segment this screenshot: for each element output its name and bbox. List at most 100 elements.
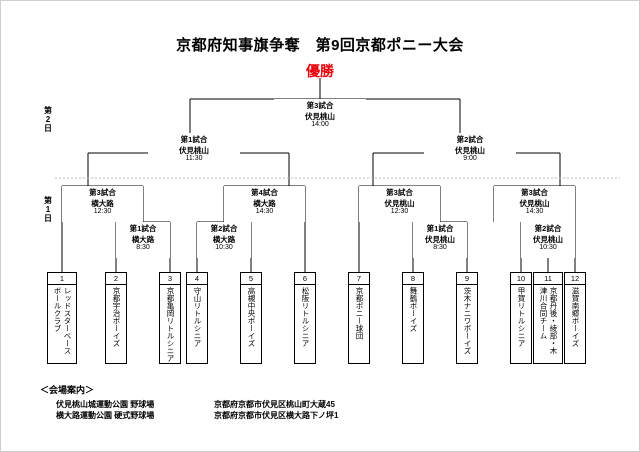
match-number: 第1試合 bbox=[426, 224, 454, 233]
team-name-column: 滋賀南郷ボーイズ bbox=[571, 287, 580, 347]
team-seed-number: 6 bbox=[295, 273, 315, 285]
match-time: 14:30 bbox=[255, 208, 274, 215]
team-name: レッドスターベースボールクラブ bbox=[48, 285, 76, 363]
team-name-column: 茨木ナニワボーイズ bbox=[463, 287, 472, 355]
match-round1-3[interactable]: 第1試合 伏見桃山 8:30 bbox=[413, 222, 467, 258]
match-quarterfinal-3[interactable]: 第3試合 伏見桃山 12:30 bbox=[359, 186, 440, 222]
team-name-column: 舞鶴ボーイズ bbox=[409, 287, 418, 332]
match-number: 第2試合 bbox=[210, 224, 238, 233]
team-name: 京都丹後・綾部・木津川合同チーム bbox=[534, 285, 562, 363]
team-name-column: レッドスターベース bbox=[63, 287, 72, 355]
team-seed-number: 4 bbox=[187, 273, 207, 285]
match-quarterfinal-4[interactable]: 第3試合 伏見桃山 14:30 bbox=[494, 186, 575, 222]
team-seed-number: 3 bbox=[160, 273, 180, 285]
team-seed-number: 7 bbox=[349, 273, 369, 285]
match-number: 第1試合 bbox=[129, 224, 157, 233]
match-quarterfinal-2[interactable]: 第4試合 横大路 14:30 bbox=[224, 186, 305, 222]
venue-address: 京都府京都市伏見区横大路下ノ坪1 bbox=[214, 411, 339, 420]
team-name: 守山リトルシニア bbox=[187, 285, 207, 363]
match-venue: 横大路 bbox=[91, 199, 114, 208]
match-number: 第3試合 bbox=[386, 188, 413, 197]
team-name: 茨木ナニワボーイズ bbox=[457, 285, 477, 363]
match-venue: 横大路 bbox=[253, 199, 276, 208]
team-name: 高槻中央ボーイズ bbox=[241, 285, 261, 363]
match-time: 9:00 bbox=[463, 155, 477, 162]
team-name-column: 高槻中央ボーイズ bbox=[247, 287, 256, 347]
team-name-column: 守山リトルシニア bbox=[193, 287, 202, 347]
match-number: 第3試合 bbox=[89, 188, 116, 197]
team-name-column: 京都亀岡リトルシニア bbox=[166, 287, 175, 362]
team-seed-number: 1 bbox=[48, 273, 76, 285]
team-name-column: ボールクラブ bbox=[53, 287, 62, 332]
match-number: 第3試合 bbox=[521, 188, 548, 197]
team-name-column: 京都ポニー球団 bbox=[355, 287, 364, 340]
team-name: 滋賀南郷ボーイズ bbox=[565, 285, 585, 363]
match-venue: 伏見桃山 bbox=[179, 146, 209, 155]
match-round1-1[interactable]: 第1試合 横大路 8:30 bbox=[116, 222, 170, 258]
venue-row: 横大路運動公園 硬式野球場 京都府京都市伏見区横大路下ノ坪1 bbox=[56, 410, 338, 421]
match-semifinal-left[interactable]: 第1試合 伏見桃山 11:30 bbox=[148, 133, 240, 167]
match-number: 第3試合 bbox=[306, 101, 334, 110]
match-venue: 伏見桃山 bbox=[305, 112, 335, 121]
venue-name: 横大路運動公園 硬式野球場 bbox=[56, 411, 155, 420]
match-time: 14:30 bbox=[525, 208, 544, 215]
team-box[interactable]: 7 京都ポニー球団 bbox=[348, 272, 370, 364]
venue-row: 伏見桃山城運動公園 野球場京都府京都市伏見区桃山町大蔵45 bbox=[56, 399, 338, 410]
team-name: 甲賀リトルシニア bbox=[511, 285, 531, 363]
match-quarterfinal-1[interactable]: 第3試合 横大路 12:30 bbox=[62, 186, 143, 222]
team-name: 京都宇治ボーイズ bbox=[106, 285, 126, 363]
team-box[interactable]: 9 茨木ナニワボーイズ bbox=[456, 272, 478, 364]
match-time: 12:30 bbox=[390, 208, 409, 215]
team-box[interactable]: 4 守山リトルシニア bbox=[186, 272, 208, 364]
team-seed-number: 12 bbox=[565, 273, 585, 285]
match-time: 8:30 bbox=[433, 244, 447, 251]
match-final[interactable]: 第3試合 伏見桃山 14:00 bbox=[274, 99, 366, 133]
match-venue: 伏見桃山 bbox=[519, 199, 550, 208]
match-venue: 伏見桃山 bbox=[384, 199, 415, 208]
team-seed-number: 5 bbox=[241, 273, 261, 285]
page-title: 京都府知事旗争奪 第9回京都ポニー大会 bbox=[176, 37, 464, 54]
team-box[interactable]: 12 滋賀南郷ボーイズ bbox=[564, 272, 586, 364]
match-venue: 伏見桃山 bbox=[533, 235, 563, 244]
team-box[interactable]: 5 高槻中央ボーイズ bbox=[240, 272, 262, 364]
match-time: 11:30 bbox=[185, 155, 203, 162]
team-name: 京都亀岡リトルシニア bbox=[160, 285, 180, 363]
match-venue: 伏見桃山 bbox=[455, 146, 485, 155]
team-box[interactable]: 3 京都亀岡リトルシニア bbox=[159, 272, 181, 364]
match-semifinal-right[interactable]: 第2試合 伏見桃山 9:00 bbox=[424, 133, 516, 167]
match-round1-4[interactable]: 第2試合 伏見桃山 10:30 bbox=[521, 222, 575, 258]
champion-label: 優勝 bbox=[306, 63, 334, 79]
team-name: 京都ポニー球団 bbox=[349, 285, 369, 363]
match-time: 12:30 bbox=[93, 208, 112, 215]
team-seed-number: 9 bbox=[457, 273, 477, 285]
match-time: 8:30 bbox=[136, 244, 150, 251]
match-number: 第2試合 bbox=[534, 224, 562, 233]
team-name: 松阪リトルシニア bbox=[295, 285, 315, 363]
match-time: 10:30 bbox=[539, 244, 557, 251]
team-name-column: 京都宇治ボーイズ bbox=[112, 287, 121, 347]
venue-name: 伏見桃山城運動公園 野球場 bbox=[56, 400, 155, 409]
team-seed-number: 10 bbox=[511, 273, 531, 285]
match-venue: 横大路 bbox=[212, 235, 236, 244]
team-box[interactable]: 2 京都宇治ボーイズ bbox=[105, 272, 127, 364]
venue-guide-heading: ＜会場案内＞ bbox=[40, 385, 95, 395]
team-name-column: 松阪リトルシニア bbox=[301, 287, 310, 347]
team-seed-number: 2 bbox=[106, 273, 126, 285]
match-round1-2[interactable]: 第2試合 横大路 10:30 bbox=[197, 222, 251, 258]
team-name-column: 津川合同チーム bbox=[539, 287, 548, 340]
match-number: 第2試合 bbox=[456, 135, 484, 144]
match-venue: 伏見桃山 bbox=[425, 235, 455, 244]
team-name-column: 京都丹後・綾部・木 bbox=[549, 287, 558, 355]
team-name: 舞鶴ボーイズ bbox=[403, 285, 423, 363]
match-number: 第1試合 bbox=[180, 135, 208, 144]
team-box[interactable]: 6 松阪リトルシニア bbox=[294, 272, 316, 364]
team-seed-number: 11 bbox=[534, 273, 562, 285]
